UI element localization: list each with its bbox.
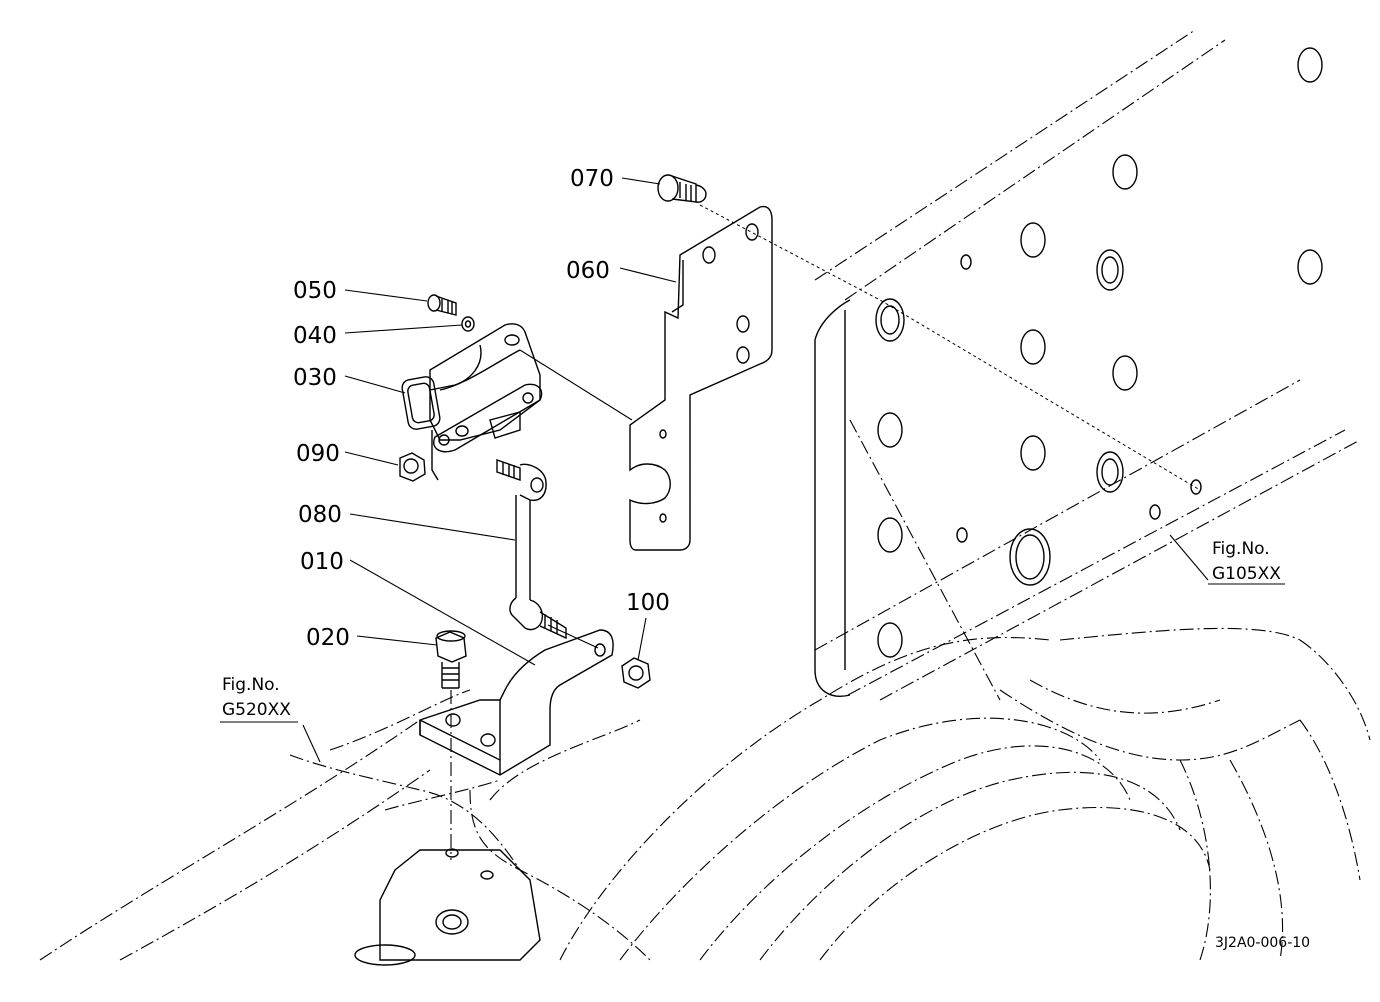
bracket-060 xyxy=(629,204,1201,551)
part-label-020: 020 xyxy=(306,625,350,651)
bracket-010 xyxy=(419,629,614,776)
part-label-030: 030 xyxy=(293,365,337,391)
bolt-020 xyxy=(435,630,467,860)
part-label-040: 040 xyxy=(293,323,337,349)
bolt-070 xyxy=(657,174,707,203)
figure-reference-code: G105XX xyxy=(1212,564,1281,584)
drawing-code: 3J2A0-006-10 xyxy=(1215,935,1310,951)
bolt-050 xyxy=(427,294,457,316)
figure-reference-caption: Fig.No. xyxy=(222,675,280,695)
figure-reference-right: Fig.No. G105XX xyxy=(1208,539,1285,585)
part-label-060: 060 xyxy=(566,258,610,284)
nut-100 xyxy=(621,657,651,689)
part-number-labels: 070 060 050 040 030 090 080 010 020 100 xyxy=(293,166,670,651)
figure-reference-caption: Fig.No. xyxy=(1212,539,1270,559)
rod-080 xyxy=(496,459,567,640)
washer-040 xyxy=(461,316,475,332)
part-label-050: 050 xyxy=(293,278,337,304)
figure-reference-left: Fig.No. G520XX xyxy=(220,675,298,723)
sensor-030 xyxy=(401,323,543,481)
leader-lines xyxy=(302,177,1209,763)
part-label-010: 010 xyxy=(300,549,344,575)
part-label-070: 070 xyxy=(570,166,614,192)
nut-090 xyxy=(399,452,426,482)
frame-plate xyxy=(814,29,1361,701)
part-label-080: 080 xyxy=(298,502,342,528)
chassis-phantom-outline xyxy=(39,419,1371,966)
part-label-090: 090 xyxy=(296,441,340,467)
figure-reference-code: G520XX xyxy=(222,700,291,720)
part-label-100: 100 xyxy=(626,590,670,616)
